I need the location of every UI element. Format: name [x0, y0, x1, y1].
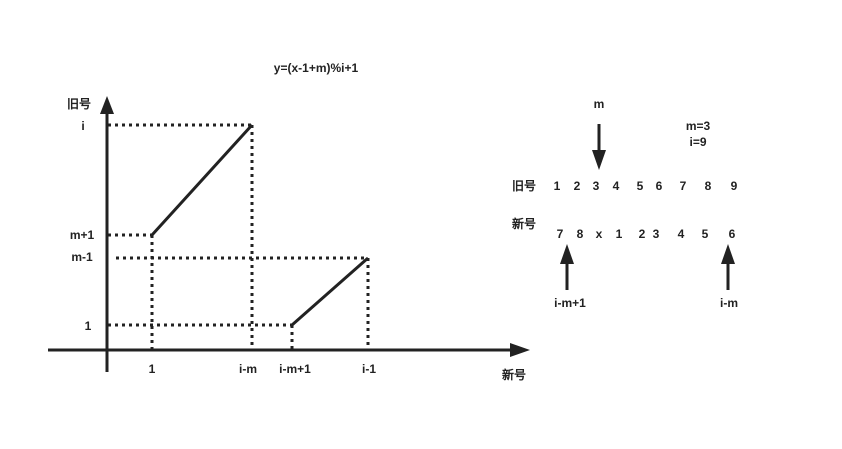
param-m: m=3	[686, 119, 711, 133]
x-tick-i-minus-1: i-1	[362, 362, 376, 376]
old-number: 4	[613, 179, 620, 193]
y-tick-m-minus-1: m-1	[71, 250, 93, 264]
y-axis-arrowhead	[100, 96, 114, 114]
old-number: 2	[574, 179, 581, 193]
left-pointer-arrowhead	[560, 244, 574, 264]
old-number: 1	[554, 179, 561, 193]
x-axis-arrowhead	[510, 343, 530, 357]
old-number: 7	[680, 179, 687, 193]
old-number: 6	[656, 179, 663, 193]
new-number: 5	[702, 227, 709, 241]
mapping-segment-upper	[150, 123, 254, 237]
new-number-row: 7 8 x 1 2 3 4 5 6	[557, 227, 736, 241]
new-number: 7	[557, 227, 564, 241]
m-pointer-arrowhead	[592, 150, 606, 170]
y-tick-1: 1	[85, 319, 92, 333]
y-tick-m-plus-1: m+1	[70, 228, 95, 242]
y-axis-label: 旧号	[67, 96, 91, 111]
new-number: 8	[577, 227, 584, 241]
old-number-row: 1 2 3 4 5 6 7 8 9	[554, 179, 738, 193]
x-axis-label: 新号	[502, 367, 526, 382]
x-tick-i-minus-m-plus-1: i-m+1	[279, 362, 311, 376]
old-number: 5	[637, 179, 644, 193]
x-tick-1: 1	[149, 362, 156, 376]
formula-label: y=(x-1+m)%i+1	[274, 61, 359, 75]
old-number: 9	[731, 179, 738, 193]
old-row-label: 旧号	[512, 178, 536, 193]
new-number: 3	[653, 227, 660, 241]
old-number: 3	[593, 179, 600, 193]
right-pointer-arrowhead	[721, 244, 735, 264]
new-number: 2	[639, 227, 646, 241]
old-number: 8	[705, 179, 712, 193]
mapping-segment-lower	[291, 256, 369, 327]
new-number: 1	[616, 227, 623, 241]
x-tick-i-minus-m: i-m	[239, 362, 257, 376]
new-row-label: 新号	[512, 216, 536, 231]
new-number: x	[596, 227, 603, 241]
m-pointer-label: m	[594, 97, 605, 111]
left-pointer-label: i-m+1	[554, 296, 586, 310]
y-tick-i: i	[81, 119, 84, 133]
param-i: i=9	[689, 135, 706, 149]
new-number: 6	[729, 227, 736, 241]
right-pointer-label: i-m	[720, 296, 738, 310]
new-number: 4	[678, 227, 685, 241]
